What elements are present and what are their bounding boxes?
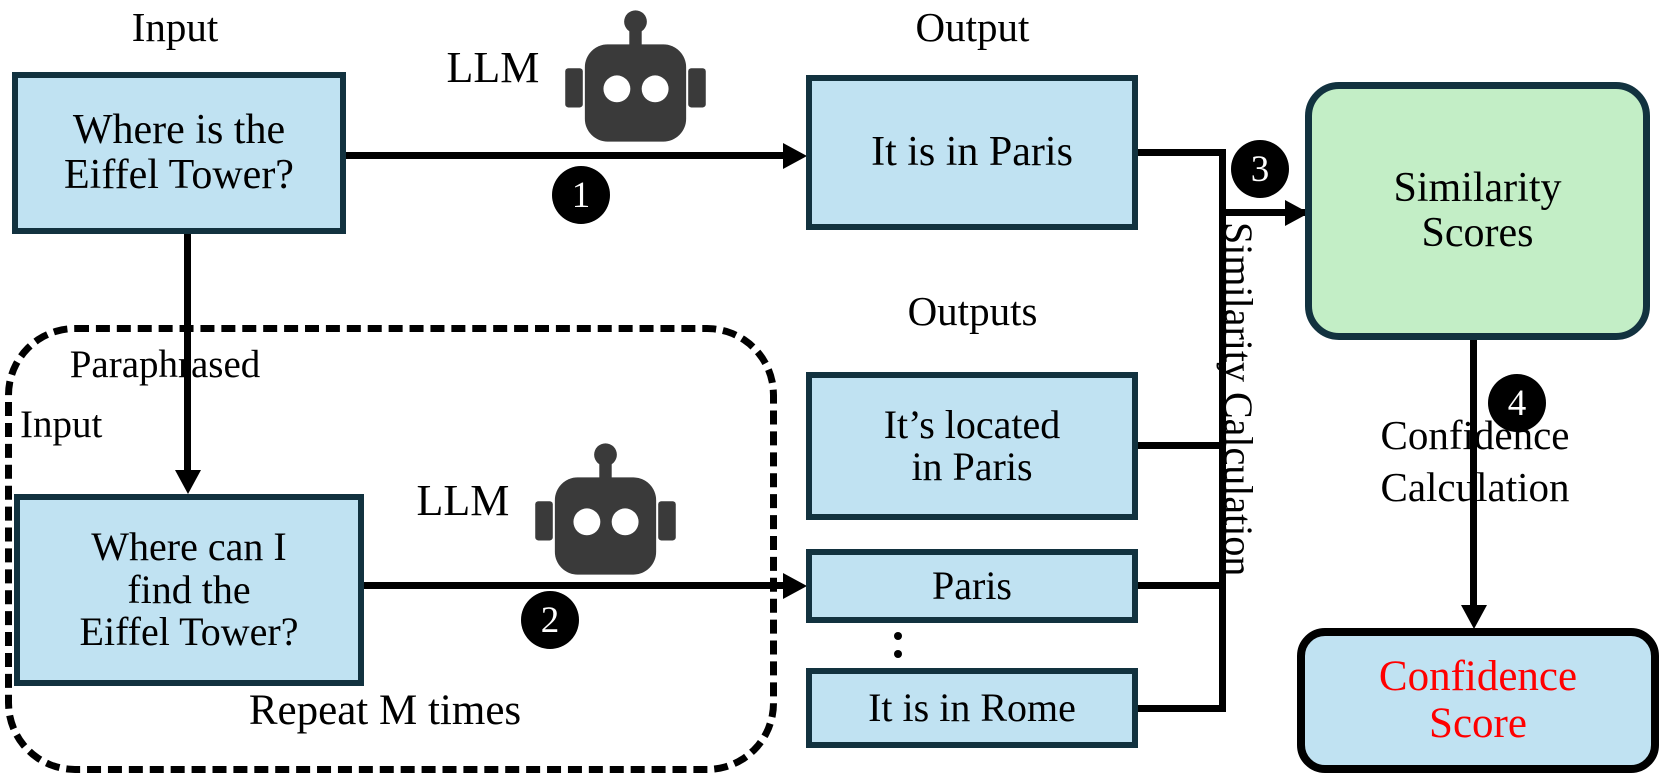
paraphrased-box-line1: Where can I	[91, 524, 287, 570]
robot-icon-top	[565, 10, 706, 142]
paraphrased-input-box[interactable]: Where can I find the Eiffel Tower?	[14, 494, 364, 686]
caption-paraphrased-input-line1: Paraphrased	[69, 343, 261, 386]
step-badge-3-number: 3	[1250, 148, 1270, 190]
caption-outputs: Outputs	[907, 288, 1038, 334]
paraphrased-box-line3: Eiffel Tower?	[79, 609, 299, 655]
label-confidence-calculation-line2: Calculation	[1380, 464, 1570, 510]
robot-icon-bottom	[535, 443, 676, 575]
connector-output-2-stub	[1138, 705, 1226, 712]
confidence-score-line2: Score	[1429, 699, 1527, 747]
step-badge-2: 2	[521, 591, 579, 649]
llm-label-top: LLM	[446, 43, 540, 92]
connector-output-0-stub	[1138, 442, 1226, 449]
merge-bus-vertical	[1219, 149, 1226, 712]
step-badge-1-number: 1	[571, 174, 591, 216]
similarity-scores-box[interactable]: Similarity Scores	[1305, 82, 1650, 340]
output-box-0-line2: in Paris	[911, 444, 1033, 489]
output-box-2-line1: It is in Rome	[868, 684, 1076, 730]
arrowhead-input-to-output	[783, 143, 807, 169]
step-badge-3: 3	[1231, 140, 1289, 198]
step-badge-1: 1	[552, 166, 610, 224]
output-box-0-line1: It’s located	[883, 401, 1061, 447]
input-box-line1: Where is the	[72, 107, 286, 154]
confidence-score-box[interactable]: Confidence Score	[1297, 628, 1659, 773]
step-badge-4-number: 4	[1507, 382, 1527, 424]
similarity-scores-line2: Scores	[1421, 210, 1534, 256]
arrowhead-similarity-to-confidence	[1461, 605, 1487, 629]
output-box-1-line1: Paris	[932, 562, 1012, 608]
output-box-1[interactable]: Paris	[806, 549, 1138, 623]
confidence-score-line1: Confidence	[1378, 653, 1578, 701]
caption-input: Input	[131, 4, 219, 50]
input-box-line2: Eiffel Tower?	[64, 152, 294, 198]
arrowhead-paraphrased-to-outputs	[783, 573, 807, 599]
caption-output: Output	[915, 4, 1030, 50]
step-badge-2-number: 2	[540, 599, 560, 641]
paraphrased-box-line2: find the	[127, 566, 251, 612]
connector-output-single-stub	[1138, 149, 1226, 156]
connector-output-1-stub	[1138, 582, 1226, 589]
connector-paraphrased-to-outputs	[364, 582, 786, 589]
output-box-single-text: It is in Paris	[871, 129, 1073, 176]
similarity-scores-line1: Similarity	[1393, 164, 1562, 211]
step-badge-4: 4	[1488, 374, 1546, 432]
llm-label-bottom: LLM	[416, 476, 510, 525]
output-box-0[interactable]: It’s located in Paris	[806, 372, 1138, 520]
repeat-region	[5, 325, 777, 773]
caption-paraphrased-input-line2: Input	[20, 403, 103, 446]
connector-input-to-output	[346, 152, 786, 159]
output-box-single[interactable]: It is in Paris	[806, 75, 1138, 230]
connector-similarity-to-confidence	[1470, 340, 1477, 612]
label-similarity-calculation: Similarity Calculation	[1216, 222, 1261, 577]
arrowhead-input-to-paraphrased	[175, 470, 201, 494]
input-box[interactable]: Where is the Eiffel Tower?	[12, 72, 346, 234]
connector-bus-to-similarity	[1219, 209, 1309, 216]
connector-input-to-paraphrased	[184, 234, 191, 472]
output-box-2[interactable]: It is in Rome	[806, 668, 1138, 748]
label-confidence-calculation-line1: Confidence	[1380, 412, 1570, 458]
caption-repeat-m-times: Repeat M times	[248, 687, 522, 734]
